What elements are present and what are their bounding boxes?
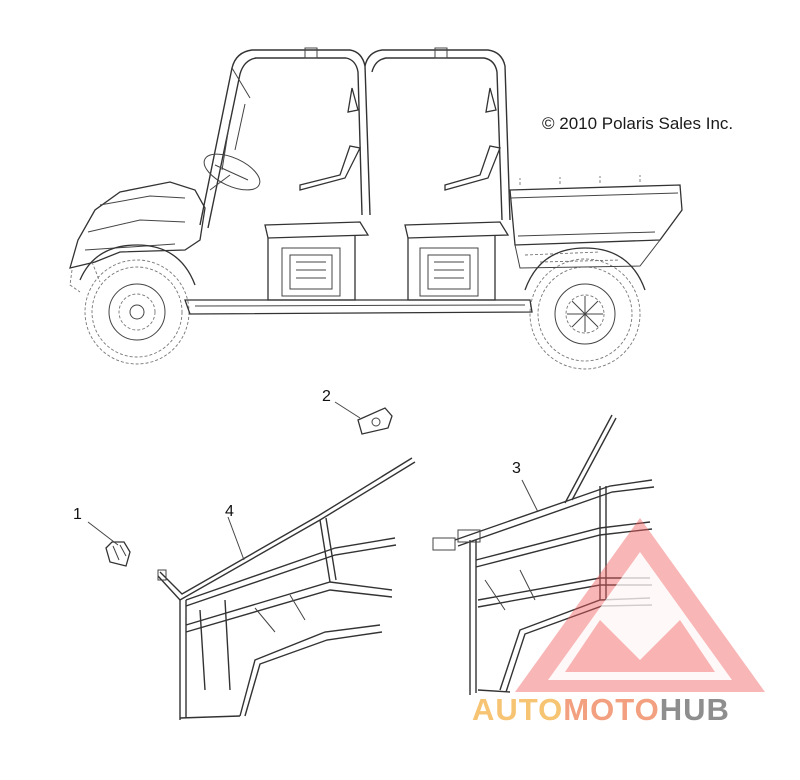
front-seat: [264, 145, 370, 301]
rear-wheel: [529, 258, 641, 370]
watermark-moto: MOTO: [563, 692, 660, 727]
callout-3: 3: [512, 460, 521, 477]
rear-seat: [404, 145, 510, 301]
watermark-auto: AUTO: [472, 692, 564, 727]
callout-2: 2: [322, 388, 331, 405]
floor-rocker: [184, 299, 533, 315]
callout-1: 1: [73, 506, 82, 523]
callout-4: 4: [225, 503, 234, 520]
part-4-cage-section: [157, 457, 416, 720]
vehicle-illustration: [69, 47, 683, 370]
part-1-clip: [87, 521, 131, 567]
copyright-notice: © 2010 Polaris Sales Inc.: [542, 114, 734, 133]
watermark-hub: HUB: [659, 692, 730, 727]
part-2-bracket: [334, 401, 393, 435]
cargo-bed: [509, 175, 683, 269]
front-wheel: [84, 259, 190, 365]
automotohub-logo-icon: [515, 518, 765, 692]
watermark-text: AUTOMOTOHUB: [472, 692, 730, 728]
front-body: [69, 181, 206, 269]
roll-cage: [199, 47, 511, 229]
